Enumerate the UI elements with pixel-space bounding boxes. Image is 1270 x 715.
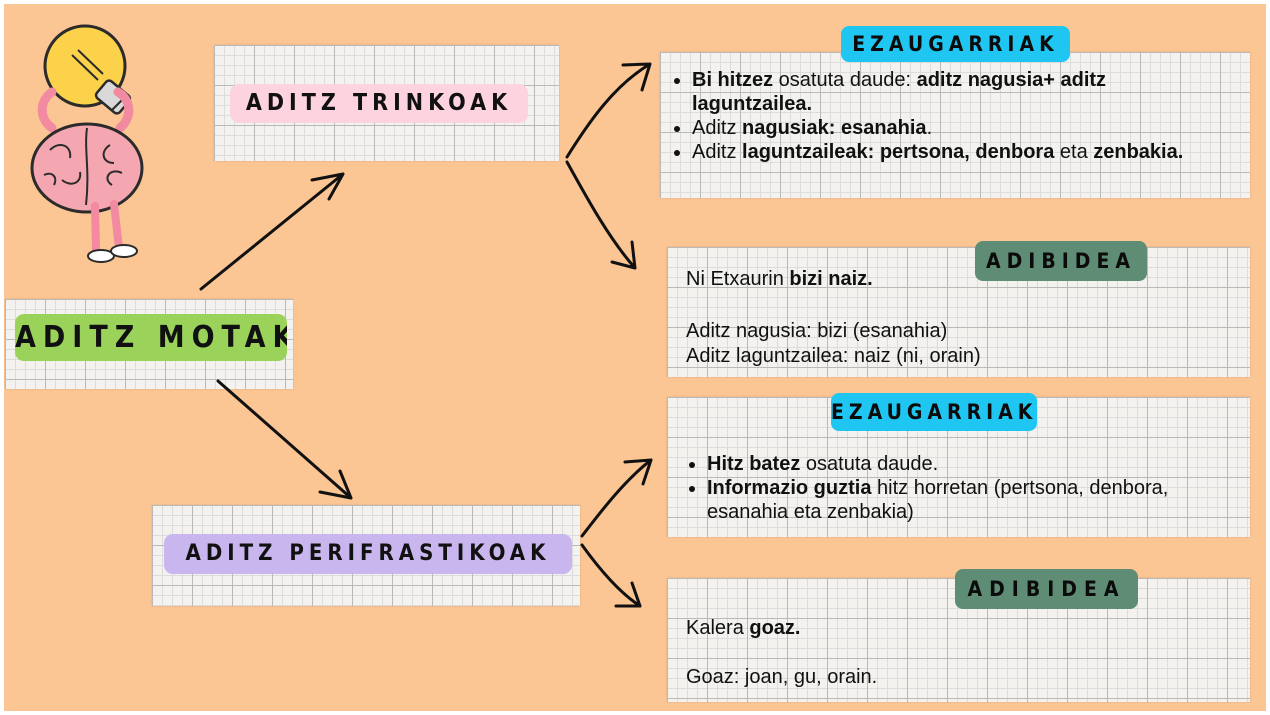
perifrastikoak-features-list: Hitz batez osatuta daude.Informazio guzt…: [685, 452, 1205, 524]
trinkoak-feature-text: .: [926, 117, 933, 139]
trinkoak-feature-text: eta: [1054, 141, 1094, 163]
trinkoak-label: ADITZ TRINKOAK: [230, 84, 528, 123]
trinkoak-example-sentence: Ni Etxaurin bizi naiz.: [686, 268, 873, 291]
trinkoak-feature-text: Aditz: [692, 141, 743, 163]
trinkoak-example-plain: Ni Etxaurin: [686, 268, 790, 290]
trinkoak-example-line-2: Aditz laguntzailea: naiz (ni, orain): [686, 345, 981, 367]
perifrastikoak-feature-text: hitz horretan (pertsona, denbora, esanah…: [707, 477, 1169, 523]
perifrastikoak-features-badge: EZAUGARRIAK: [831, 393, 1037, 431]
trinkoak-features-list: Bi hitzez osatuta daude: aditz nagusia+ …: [670, 68, 1230, 164]
trinkoak-feature-item: Aditz laguntzaileak: pertsona, denbora e…: [692, 140, 1230, 164]
perifrastikoak-label: ADITZ PERIFRASTIKOAK: [164, 534, 572, 574]
trinkoak-example-paper: [667, 247, 1250, 377]
perifrastikoak-feature-item: Informazio guztia hitz horretan (pertson…: [707, 476, 1205, 524]
trinkoak-feature-text: aditz nagusia+ aditz laguntzailea.: [692, 69, 1107, 115]
trinkoak-example-bold: bizi naiz.: [789, 268, 873, 290]
perifrastikoak-example-sentence: Kalera goaz.: [686, 617, 801, 640]
trinkoak-feature-item: Bi hitzez osatuta daude: aditz nagusia+ …: [692, 68, 1230, 116]
perifrastikoak-feature-text: Informazio guztia: [707, 477, 872, 499]
perifrastikoak-example-badge: ADIBIDEA: [955, 569, 1138, 609]
perifrastikoak-feature-text: Hitz batez: [707, 453, 801, 475]
perifrastikoak-feature-item: Hitz batez osatuta daude.: [707, 452, 1205, 476]
trinkoak-feature-text: osatuta daude:: [773, 69, 917, 91]
perifrastikoak-features-paper: [667, 397, 1250, 537]
perifrastikoak-example-plain: Kalera: [686, 617, 750, 639]
perifrastikoak-example-line-1: Goaz: joan, gu, orain.: [686, 666, 878, 688]
perifrastikoak-example-bold: goaz.: [749, 617, 801, 639]
main-topic-label: ADITZ MOTAK: [15, 314, 287, 361]
trinkoak-feature-text: Bi hitzez: [692, 69, 774, 91]
trinkoak-feature-text: zenbakia.: [1093, 141, 1184, 163]
perifrastikoak-feature-text: osatuta daude.: [800, 453, 939, 475]
trinkoak-feature-item: Aditz nagusiak: esanahia.: [692, 116, 1230, 140]
trinkoak-feature-text: nagusiak: esanahia: [742, 117, 927, 139]
trinkoak-features-paper: [660, 52, 1250, 198]
trinkoak-example-badge: ADIBIDEA: [975, 241, 1147, 281]
trinkoak-feature-text: laguntzaileak: pertsona, denbora: [742, 141, 1055, 163]
trinkoak-example-line-1: Aditz nagusia: bizi (esanahia): [686, 320, 948, 342]
trinkoak-feature-text: Aditz: [692, 117, 743, 139]
trinkoak-features-badge: EZAUGARRIAK: [841, 26, 1070, 62]
